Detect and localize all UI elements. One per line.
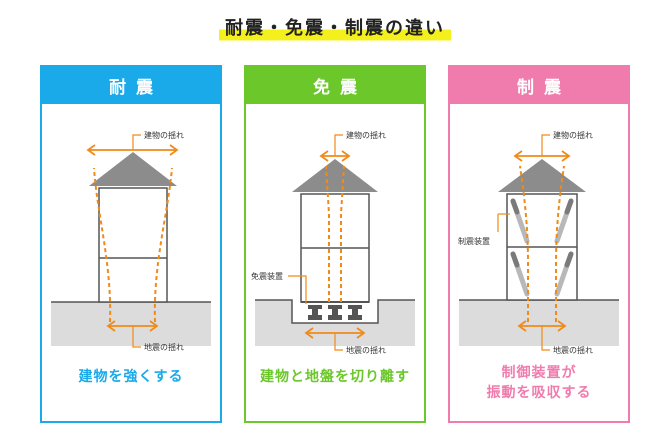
arrowhead (319, 150, 329, 162)
page-title: 耐震・免震・制震の違い (219, 14, 451, 42)
diagram-menshin: 建物の揺れ 免震装置 地震の揺れ (251, 130, 415, 355)
ground-sway-label: 地震の揺れ (553, 345, 593, 355)
arrowhead (513, 150, 523, 162)
ground (459, 300, 619, 346)
title-wrap: 耐震・免震・制震の違い (0, 14, 670, 42)
panel-header-taishin: 耐震 (42, 67, 220, 104)
footer-line: 制御装置が (501, 365, 577, 381)
footer-line: 建物を強くする (78, 369, 184, 385)
isolator-device-label: 免震装置 (251, 271, 283, 281)
panel-header-seishin: 制震 (450, 67, 628, 104)
panel-taishin: 耐震 建物の揺れ 地震の揺れ 建物を強く (40, 65, 222, 423)
arrowhead (149, 320, 159, 332)
callout-line (334, 333, 343, 351)
damper-device-label: 制震装置 (458, 236, 490, 246)
arrowhead (169, 144, 179, 156)
footer-line: 建物と地盤を切り離す (260, 369, 410, 385)
ground-sway-label: 地震の揺れ (144, 342, 184, 352)
dampers (510, 198, 574, 297)
callout-line (132, 326, 141, 348)
callout-line (334, 134, 343, 156)
ground-line (255, 299, 415, 324)
arrowhead (304, 327, 314, 339)
ground (51, 302, 211, 346)
sway-line-right (555, 165, 565, 322)
building-sway-label: 建物の揺れ (553, 130, 593, 140)
panel-menshin: 免震 建物の揺れ (244, 65, 426, 423)
roof (292, 159, 378, 192)
arrowhead (356, 327, 366, 339)
sway-line-left (325, 165, 330, 302)
building-sway-label: 建物の揺れ (144, 130, 184, 140)
roof (89, 152, 177, 186)
callout-line (288, 275, 307, 304)
sway-line-left (519, 165, 529, 322)
callout-line (541, 326, 550, 351)
footer-taishin: 建物を強くする (42, 367, 220, 387)
arrowhead (557, 320, 567, 332)
building-sway-label: 建物の揺れ (346, 130, 386, 140)
footer-line: 振動を吸収する (486, 385, 592, 401)
diagram-taishin: 建物の揺れ 地震の揺れ (51, 130, 211, 352)
callout-line (541, 134, 550, 156)
isolators (308, 305, 362, 320)
arrowhead (86, 144, 96, 156)
diagram-seishin: 建物の揺れ 制震装置 地震の揺れ (458, 130, 619, 355)
panel-seishin: 制震 (448, 65, 630, 423)
callout-line (132, 134, 141, 150)
footer-seishin: 制御装置が 振動を吸収する (450, 363, 628, 403)
roof (498, 159, 586, 192)
arrowhead (106, 320, 116, 332)
arrowhead (517, 320, 527, 332)
sway-line-right (340, 165, 345, 302)
footer-menshin: 建物と地盤を切り離す (246, 367, 424, 387)
ground-sway-label: 地震の揺れ (346, 345, 386, 355)
arrowhead (561, 150, 571, 162)
arrowhead (341, 150, 351, 162)
panel-header-menshin: 免震 (246, 67, 424, 104)
